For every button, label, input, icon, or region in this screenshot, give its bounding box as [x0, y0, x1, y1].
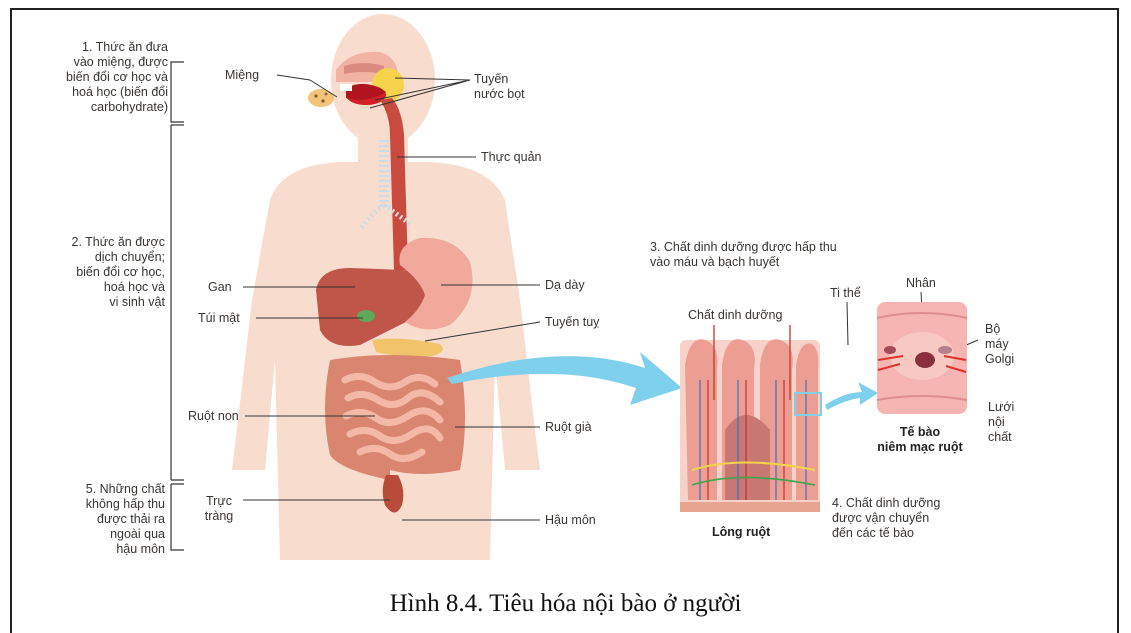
- step5-line: 5. Những chất: [40, 482, 165, 497]
- step2-line: biến đổi cơ học,: [30, 265, 165, 280]
- label-tuyen-tuy: Tuyến tuỵ: [545, 315, 599, 330]
- label-chat-dinh-duong: Chất dinh dưỡng: [688, 308, 782, 323]
- label-line: Tuyến: [474, 72, 554, 87]
- label-line: máy: [985, 337, 1035, 352]
- step1-text: 1. Thức ăn đưa vào miệng, được biến đổi …: [40, 40, 168, 115]
- step4-line: 4. Chất dinh dưỡng: [832, 496, 982, 511]
- label-hau-mon: Hậu môn: [545, 513, 596, 528]
- label-ruot-non: Ruột non: [188, 409, 239, 424]
- step1-line: 1. Thức ăn đưa: [40, 40, 168, 55]
- label-ti-the: Ti thể: [830, 286, 861, 301]
- label-tuyen-nuoc-bot: Tuyến nước bọt: [474, 72, 554, 102]
- step1-line: vào miệng, được: [40, 55, 168, 70]
- step1-line: carbohydrate): [40, 100, 168, 115]
- figure-caption: Hình 8.4. Tiêu hóa nội bào ở người: [0, 590, 1131, 618]
- step2-line: 2. Thức ăn được: [30, 235, 165, 250]
- step2-text: 2. Thức ăn được dịch chuyển; biến đổi cơ…: [30, 235, 165, 310]
- label-line: Lưới: [988, 400, 1033, 415]
- label-truc-trang: Trực tràng: [196, 494, 242, 524]
- label-line: niêm mạc ruột: [855, 440, 985, 455]
- label-te-bao: Tế bào niêm mạc ruột: [855, 425, 985, 455]
- label-nhan: Nhân: [906, 276, 936, 291]
- step1-line: hoá học (biến đổi: [40, 85, 168, 100]
- label-line: Tế bào: [855, 425, 985, 440]
- label-ruot-gia: Ruột già: [545, 420, 592, 435]
- label-da-day: Dạ dày: [545, 278, 585, 293]
- step1-line: biến đổi cơ học và: [40, 70, 168, 85]
- step4-line: được vận chuyển: [832, 511, 982, 526]
- label-line: Golgi: [985, 352, 1035, 367]
- label-line: nước bọt: [474, 87, 554, 102]
- step3-line: vào máu và bạch huyết: [650, 255, 910, 270]
- label-gan: Gan: [208, 280, 232, 295]
- label-line: chất: [988, 430, 1033, 445]
- label-line: nội: [988, 415, 1033, 430]
- step5-line: ngoài qua: [40, 527, 165, 542]
- process-bracket: [171, 62, 184, 550]
- step4-line: đến các tế bào: [832, 526, 982, 541]
- label-line: Bộ: [985, 322, 1035, 337]
- label-mieng: Miệng: [225, 68, 259, 83]
- step2-line: vi sinh vật: [30, 295, 165, 310]
- step2-line: hoá học và: [30, 280, 165, 295]
- mucosal-cell: [877, 302, 967, 414]
- step3-text: 3. Chất dinh dưỡng được hấp thu vào máu …: [650, 240, 910, 270]
- label-bo-may-golgi: Bộ máy Golgi: [985, 322, 1035, 367]
- gallbladder: [357, 310, 375, 322]
- intestinal-villi: [680, 325, 821, 512]
- step4-text: 4. Chất dinh dưỡng được vận chuyển đến c…: [832, 496, 982, 541]
- label-luoi-noi-chat: Lưới nội chất: [988, 400, 1033, 445]
- label-line: Trực: [196, 494, 242, 509]
- step3-line: 3. Chất dinh dưỡng được hấp thu: [650, 240, 910, 255]
- label-tui-mat: Túi mật: [198, 311, 240, 326]
- label-line: tràng: [196, 509, 242, 524]
- step5-text: 5. Những chất không hấp thu được thải ra…: [40, 482, 165, 557]
- step5-line: được thải ra: [40, 512, 165, 527]
- label-thuc-quan: Thực quản: [481, 150, 542, 165]
- label-long-ruot: Lông ruột: [712, 525, 770, 540]
- step5-line: hậu môn: [40, 542, 165, 557]
- step2-line: dịch chuyển;: [30, 250, 165, 265]
- step5-line: không hấp thu: [40, 497, 165, 512]
- magnify-arrow-to-cell: [825, 382, 878, 410]
